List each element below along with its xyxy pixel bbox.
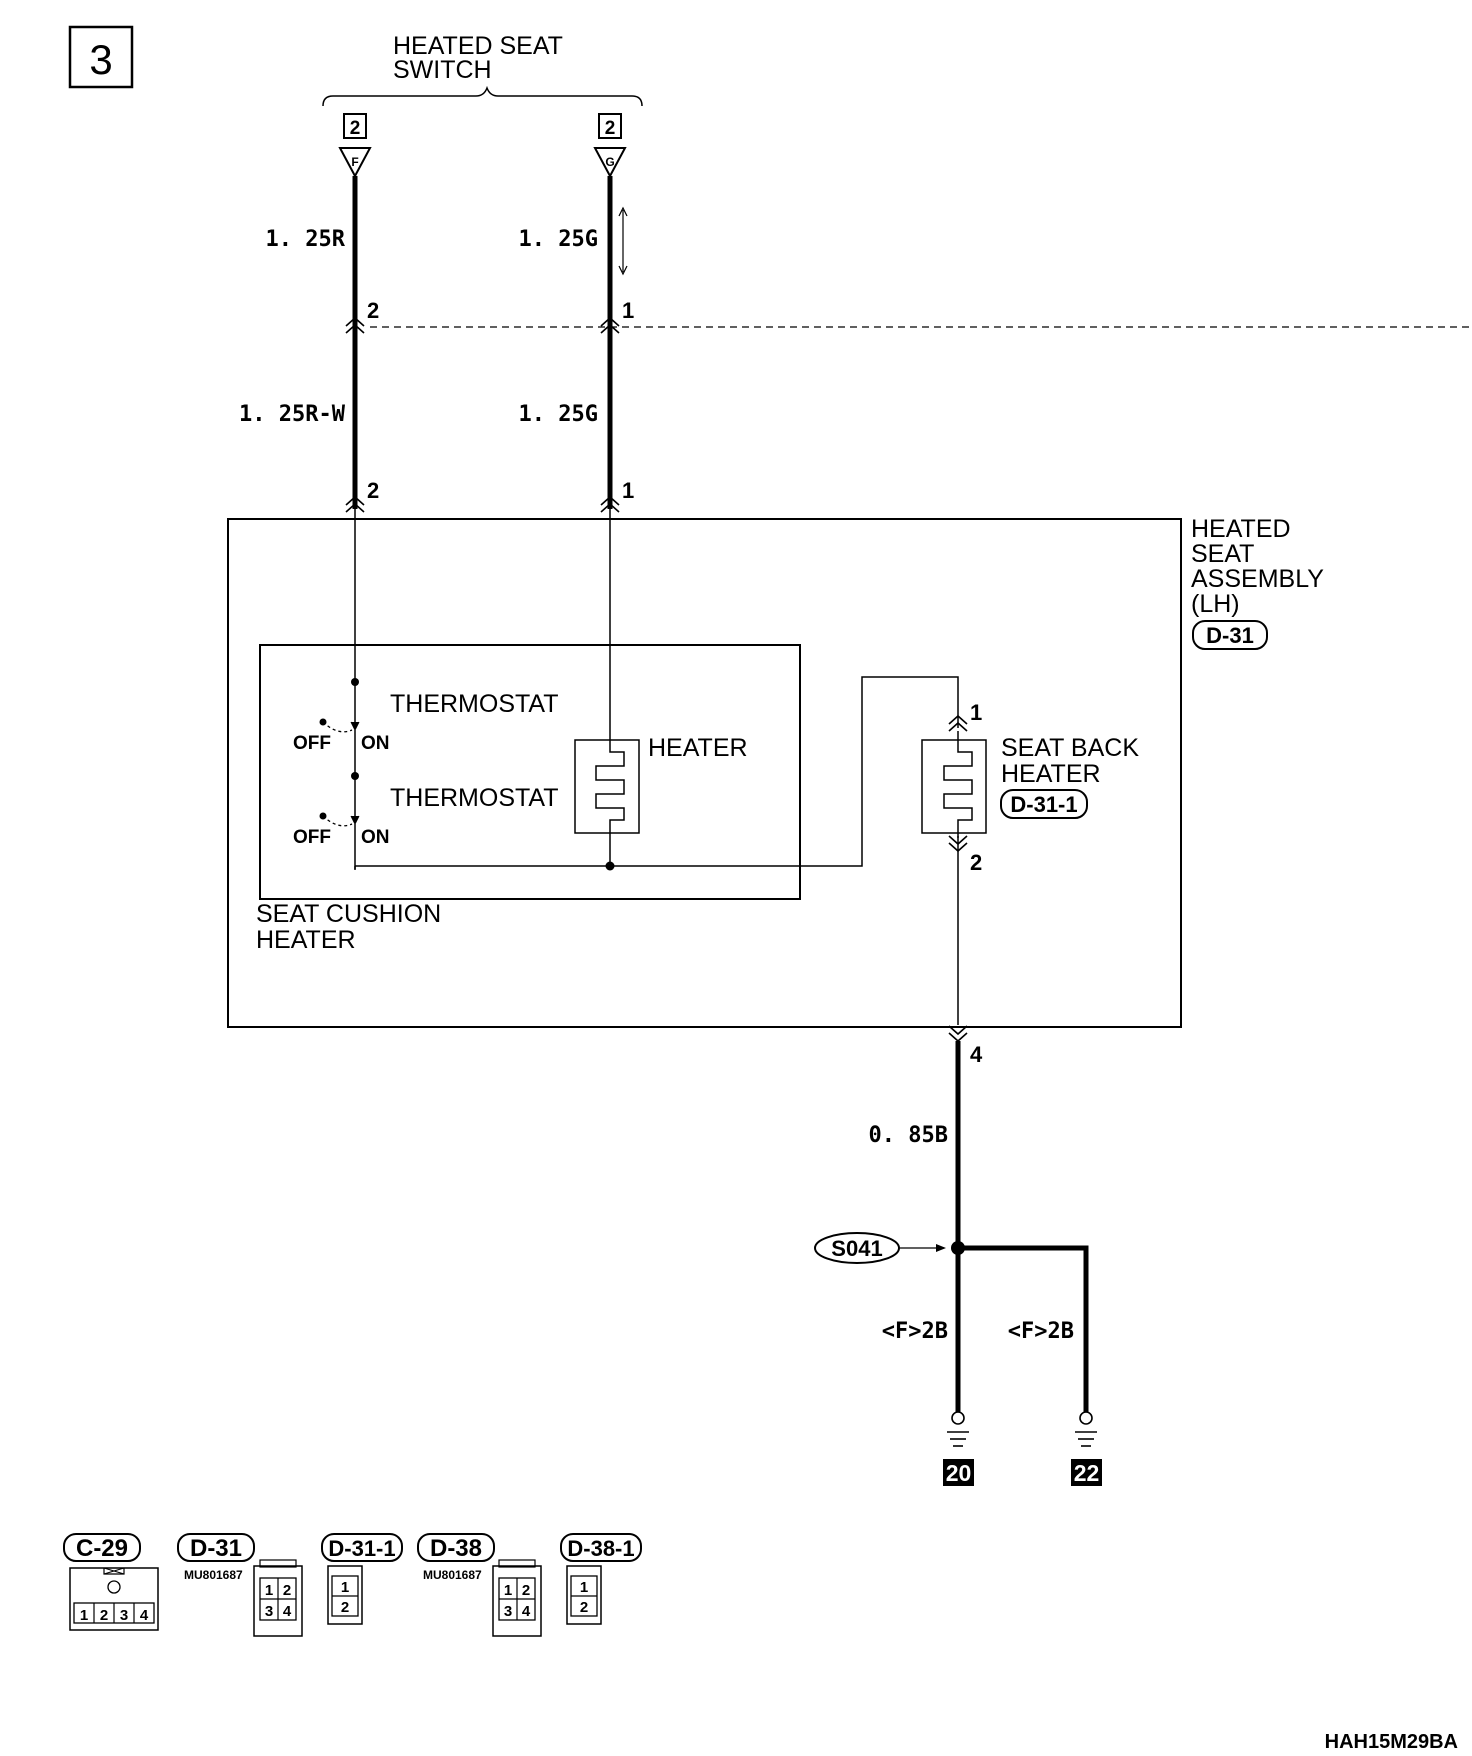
assembly-title-line4: (LH) bbox=[1191, 590, 1240, 618]
switch-brace bbox=[322, 85, 643, 107]
legend-d311-pin-1: 1 bbox=[341, 1579, 349, 1596]
connector-f-letter: F bbox=[351, 155, 358, 169]
split-connector-chevrons bbox=[345, 316, 620, 513]
legend-d381-pin-1: 1 bbox=[580, 1579, 588, 1596]
legend-d31-pin-1: 1 bbox=[265, 1582, 273, 1599]
thermostat-2-off: OFF bbox=[293, 827, 331, 848]
back-heater-line1: SEAT BACK bbox=[1001, 734, 1139, 762]
splice-label: S041 bbox=[831, 1236, 882, 1261]
pin-split-left: 2 bbox=[367, 298, 379, 323]
switch-connector-f: 2 F bbox=[338, 113, 372, 179]
pin-back-top: 1 bbox=[970, 700, 982, 725]
legend-d31-pin-2: 2 bbox=[283, 1582, 291, 1599]
legend-c29-pin-2: 2 bbox=[100, 1607, 108, 1624]
ground-symbol-left bbox=[943, 1411, 974, 1486]
connector-g-letter: G bbox=[605, 155, 614, 169]
legend-d311-id: D-31-1 bbox=[328, 1536, 395, 1561]
cushion-heater-label: HEATER bbox=[648, 734, 748, 762]
seat-cushion-heater-box bbox=[259, 644, 801, 900]
switch-title-line1: HEATED SEAT bbox=[393, 32, 563, 60]
thermostat-2-on: ON bbox=[361, 827, 390, 848]
legend-d381-id: D-38-1 bbox=[567, 1536, 634, 1561]
legend-d381-pin-2: 2 bbox=[580, 1599, 588, 1616]
assembly-title-line1: HEATED bbox=[1191, 515, 1291, 543]
thermostat-2-label: THERMOSTAT bbox=[390, 784, 559, 812]
legend-d38-pin-3: 3 bbox=[504, 1603, 512, 1620]
back-heater-line2: HEATER bbox=[1001, 760, 1101, 788]
connector-legend: C-29 1 2 3 4 D-31 MU801687 1 2 3 4 D-31-… bbox=[63, 1533, 642, 1637]
wire-label-right-mid: 1. 25G bbox=[519, 402, 598, 427]
seat-back-heater-element bbox=[921, 714, 987, 853]
wire-label-ground-main: 0. 85B bbox=[869, 1123, 948, 1148]
assembly-title-line2: SEAT bbox=[1191, 540, 1254, 568]
wire-ground-branch bbox=[958, 1245, 1089, 1412]
internal-wiring bbox=[354, 509, 959, 1025]
thermostat-1-on: ON bbox=[361, 733, 390, 754]
ground-number-right: 22 bbox=[1074, 1460, 1100, 1486]
thermostat-1-off: OFF bbox=[293, 733, 331, 754]
ground-number-left: 20 bbox=[946, 1460, 972, 1486]
back-heater-connector: D-31-1 bbox=[1010, 792, 1077, 817]
wire-label-left-mid: 1. 25R-W bbox=[239, 402, 346, 427]
legend-d31-id: D-31 bbox=[190, 1535, 242, 1562]
legend-d38-part: MU801687 bbox=[423, 1568, 482, 1582]
connector-g-number: 2 bbox=[605, 118, 616, 139]
wire-label-left-top: 1. 25R bbox=[266, 227, 346, 252]
splice-dot bbox=[951, 1241, 965, 1255]
cushion-junction-dot bbox=[605, 861, 615, 871]
cushion-heater-element bbox=[574, 739, 640, 834]
assembly-title-line3: ASSEMBLY bbox=[1191, 565, 1324, 593]
cushion-title-line1: SEAT CUSHION bbox=[256, 900, 441, 928]
legend-d38-pin-2: 2 bbox=[522, 1582, 530, 1599]
legend-d38-id: D-38 bbox=[430, 1535, 482, 1562]
pin-seat-right: 1 bbox=[622, 478, 634, 503]
switch-connector-g: 2 G bbox=[593, 113, 627, 179]
switch-title-line2: SWITCH bbox=[393, 56, 492, 84]
legend-d38-pin-1: 1 bbox=[504, 1582, 512, 1599]
legend-d31-pin-4: 4 bbox=[283, 1603, 292, 1620]
assembly-connector: D-31 bbox=[1206, 623, 1254, 648]
legend-d31-part: MU801687 bbox=[184, 1568, 243, 1582]
pin-split-right: 1 bbox=[622, 298, 634, 323]
legend-c29-pin-4: 4 bbox=[140, 1607, 149, 1624]
thermostat-1 bbox=[319, 678, 360, 776]
ground-symbol-right bbox=[1071, 1411, 1102, 1486]
thermostat-2 bbox=[319, 772, 360, 866]
legend-c29-id: C-29 bbox=[76, 1535, 128, 1562]
back-heater-connector-badge bbox=[1000, 789, 1088, 819]
legend-c29-pin-1: 1 bbox=[80, 1607, 88, 1624]
legend-d311-pin-2: 2 bbox=[341, 1599, 349, 1616]
splice-pointer-head bbox=[936, 1244, 946, 1252]
legend-c29-pin-3: 3 bbox=[120, 1607, 128, 1624]
cushion-title-line2: HEATER bbox=[256, 926, 356, 954]
pin-seat-left: 2 bbox=[367, 478, 379, 503]
diagram-code: HAH15M29BA bbox=[1325, 1731, 1458, 1753]
page-number-box bbox=[68, 25, 134, 89]
assembly-connector-badge bbox=[1192, 620, 1268, 650]
pin-back-bottom: 2 bbox=[970, 850, 982, 875]
page-number: 3 bbox=[89, 36, 112, 83]
wire-label-ground-right: <F>2B bbox=[1008, 1319, 1074, 1344]
bottom-connector-chevrons bbox=[948, 1025, 968, 1043]
connector-separation-arrow bbox=[618, 206, 628, 276]
thermostat-1-label: THERMOSTAT bbox=[390, 690, 559, 718]
wire-label-right-top: 1. 25G bbox=[519, 227, 598, 252]
connector-f-number: 2 bbox=[350, 118, 361, 139]
legend-d31-pin-3: 3 bbox=[265, 1603, 273, 1620]
heated-seat-assembly-box bbox=[227, 518, 1182, 1028]
pin-bottom: 4 bbox=[970, 1042, 983, 1067]
legend-d38-pin-4: 4 bbox=[522, 1603, 531, 1620]
wire-label-ground-left: <F>2B bbox=[882, 1319, 948, 1344]
